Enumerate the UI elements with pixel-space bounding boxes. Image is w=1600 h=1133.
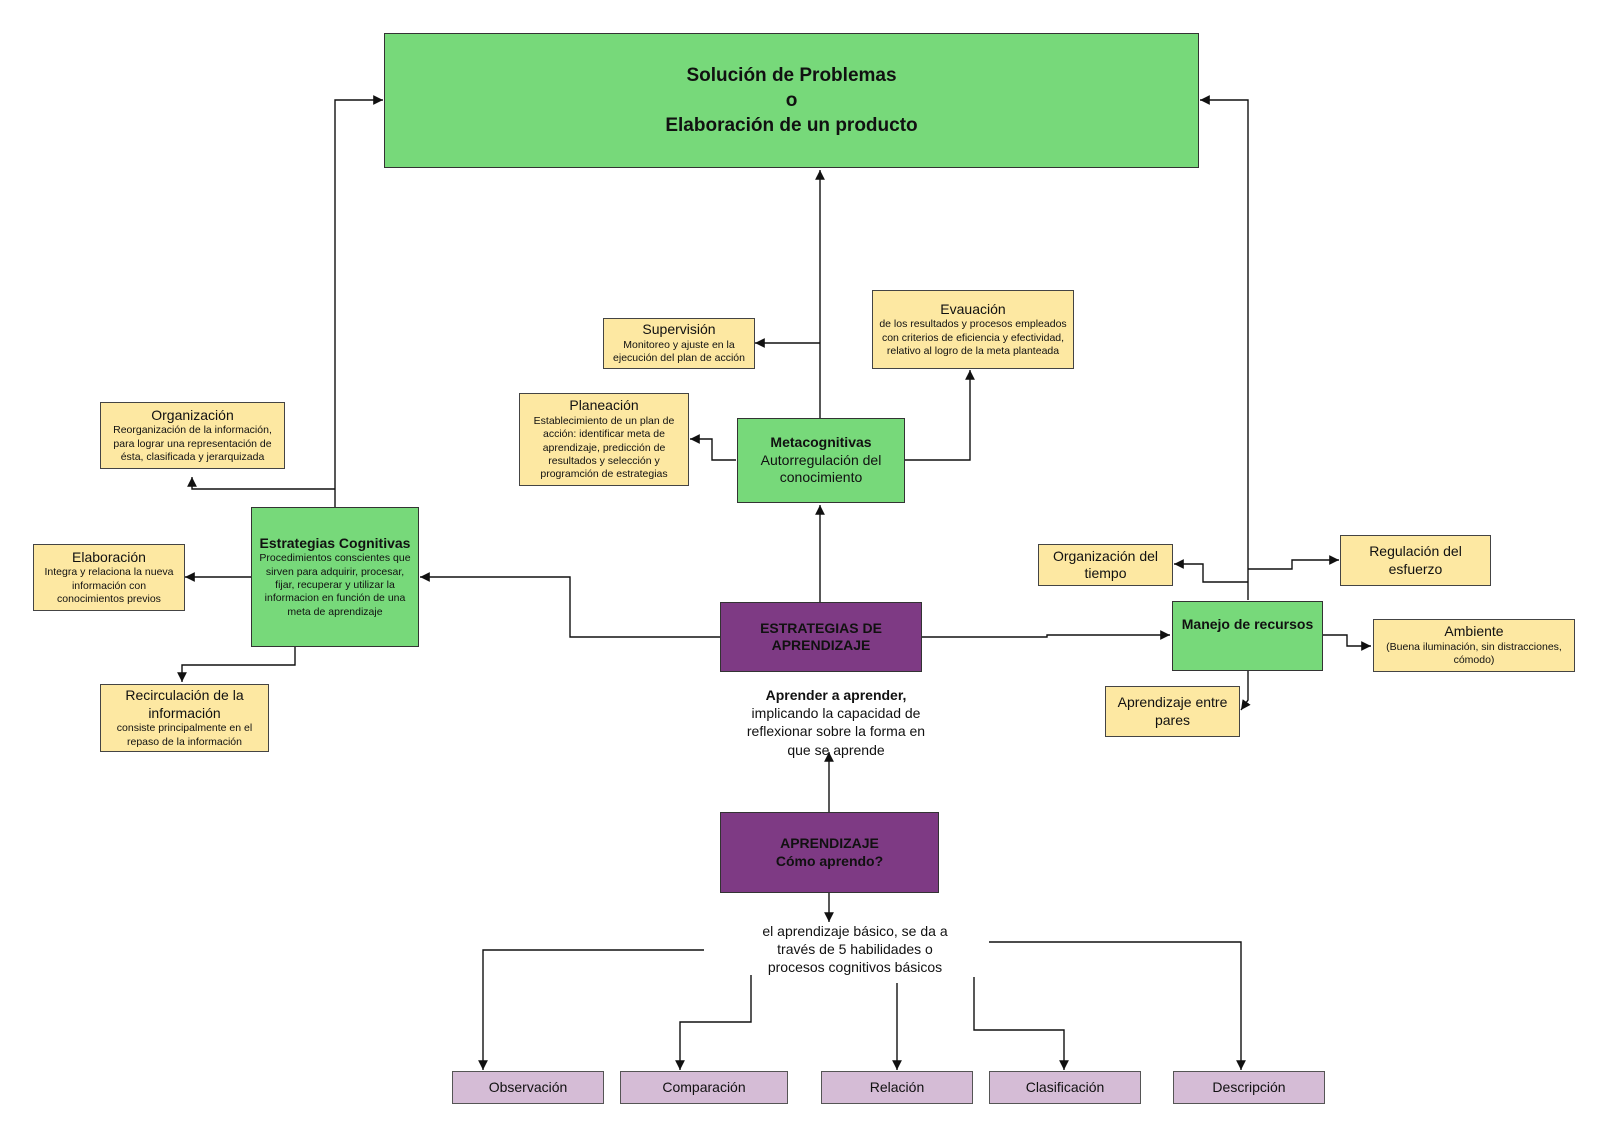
- organizacion-title: Organización: [151, 406, 234, 423]
- estrategias-line-1: ESTRATEGIAS DE: [760, 619, 882, 636]
- arrow-recursos-to-tiempo: [1174, 559, 1248, 583]
- esfuerzo-title: Regulación del esfuerzo: [1369, 543, 1462, 577]
- arrow-cognitivas-to-top: [334, 95, 383, 507]
- cognitivas-desc: Procedimientos conscientes que sirven pa…: [259, 552, 411, 618]
- cognitivas-box: Estrategias Cognitivas Procedimientos co…: [251, 507, 419, 647]
- planeacion-box: Planeación Establecimiento de un plan de…: [519, 393, 689, 486]
- aprendizaje-box: APRENDIZAJE Cómo aprendo?: [720, 812, 939, 893]
- evaluacion-title: Evauación: [940, 300, 1006, 317]
- supervision-title: Supervisión: [642, 321, 716, 338]
- metacognitivas-box: Metacognitivas Autorregulación del conoc…: [737, 418, 905, 503]
- clasificacion-label: Clasificación: [1025, 1078, 1105, 1095]
- planeacion-title: Planeación: [569, 397, 639, 414]
- pares-title: Aprendizaje entre pares: [1117, 694, 1228, 728]
- basico-text: el aprendizaje básico, se da a través de…: [755, 922, 955, 977]
- aprendizaje-line-1: APRENDIZAJE: [780, 835, 879, 851]
- arrow-meta-to-planeacion: [690, 434, 736, 461]
- elaboracion-title: Elaboración: [72, 548, 146, 565]
- recursos-box: Manejo de recursos: [1172, 601, 1323, 671]
- goal-line-1: Solución de Problemas: [686, 64, 897, 86]
- arrow-cognitivas-to-recirculacion: [177, 647, 296, 682]
- descripcion-label: Descripción: [1212, 1078, 1286, 1095]
- tiempo-title: Organización del tiempo: [1052, 547, 1159, 582]
- arrow-to-clasificacion: [973, 977, 1069, 1070]
- supervision-box: Supervisión Monitoreo y ajuste en la eje…: [603, 318, 755, 369]
- habilidad-clasificacion: Clasificación: [989, 1071, 1141, 1104]
- elaboracion-box: Elaboración Integra y relaciona la nueva…: [33, 544, 185, 611]
- organizacion-desc: Reorganización de la información, para l…: [113, 424, 272, 463]
- arrow-to-descripcion: [989, 941, 1246, 1070]
- ambiente-desc: (Buena iluminación, sin distracciones, c…: [1386, 640, 1562, 667]
- metacognitivas-title: Metacognitivas: [770, 434, 872, 451]
- recirculacion-desc: consiste principalmente en el repaso de …: [116, 722, 253, 748]
- ambiente-title: Ambiente: [1444, 623, 1504, 640]
- arrow-meta-to-evaluacion: [904, 370, 975, 461]
- habilidad-descripcion: Descripción: [1173, 1071, 1325, 1104]
- aprendizaje-line-2: Cómo aprendo?: [775, 852, 884, 869]
- aprender-rest: implicando la capacidad de reflexionar s…: [746, 705, 926, 758]
- arrow-recursos-to-ambiente: [1322, 634, 1371, 651]
- goal-line-2: o: [785, 89, 798, 111]
- arrow-cognitivas-to-organizacion: [187, 477, 335, 490]
- arrow-to-comparacion: [675, 975, 752, 1070]
- arrow-estrategias-to-cognitivas: [420, 572, 720, 638]
- arrow-recursos-to-top: [1200, 95, 1249, 600]
- recirculacion-box: Recirculación de la información consiste…: [100, 684, 269, 752]
- estrategias-box: ESTRATEGIAS DE APRENDIZAJE: [720, 602, 922, 672]
- supervision-desc: Monitoreo y ajuste en la ejecución del p…: [613, 338, 745, 365]
- aprender-text: Aprender a aprender, implicando la capac…: [735, 686, 937, 759]
- ambiente-box: Ambiente (Buena iluminación, sin distrac…: [1373, 619, 1575, 672]
- recirculacion-title: Recirculación de la información: [125, 687, 244, 721]
- arrow-recursos-to-pares: [1240, 670, 1251, 711]
- aprender-bold: Aprender a aprender,: [765, 687, 907, 703]
- comparacion-label: Comparación: [662, 1078, 746, 1095]
- goal-line-3: Elaboración de un producto: [665, 115, 918, 137]
- evaluacion-desc: de los resultados y procesos empleados c…: [879, 318, 1067, 357]
- arrow-estrategias-to-recursos: [921, 630, 1170, 640]
- cognitivas-title: Estrategias Cognitivas: [259, 534, 411, 551]
- pares-box: Aprendizaje entre pares: [1105, 686, 1240, 737]
- metacognitivas-subtitle: Autorregulación del conocimiento: [760, 451, 882, 486]
- planeacion-desc: Establecimiento de un plan de acción: id…: [533, 414, 675, 481]
- observacion-label: Observación: [488, 1078, 568, 1095]
- habilidad-observacion: Observación: [452, 1071, 604, 1104]
- esfuerzo-box: Regulación del esfuerzo: [1340, 535, 1491, 586]
- tiempo-box: Organización del tiempo: [1038, 544, 1173, 586]
- habilidad-comparacion: Comparación: [620, 1071, 788, 1104]
- elaboracion-desc: Integra y relaciona la nueva información…: [44, 566, 174, 605]
- habilidad-relacion: Relación: [821, 1071, 973, 1104]
- arrow-recursos-to-esfuerzo: [1248, 555, 1339, 570]
- estrategias-line-2: APRENDIZAJE: [771, 637, 871, 653]
- arrow-to-observacion: [478, 949, 704, 1070]
- goal-box: Solución de Problemas o Elaboración de u…: [384, 33, 1199, 168]
- evaluacion-box: Evauación de los resultados y procesos e…: [872, 290, 1074, 369]
- recursos-title: Manejo de recursos: [1181, 616, 1314, 632]
- basico-desc: el aprendizaje básico, se da a través de…: [762, 923, 948, 976]
- organizacion-box: Organización Reorganización de la inform…: [100, 402, 285, 469]
- relacion-label: Relación: [869, 1078, 925, 1095]
